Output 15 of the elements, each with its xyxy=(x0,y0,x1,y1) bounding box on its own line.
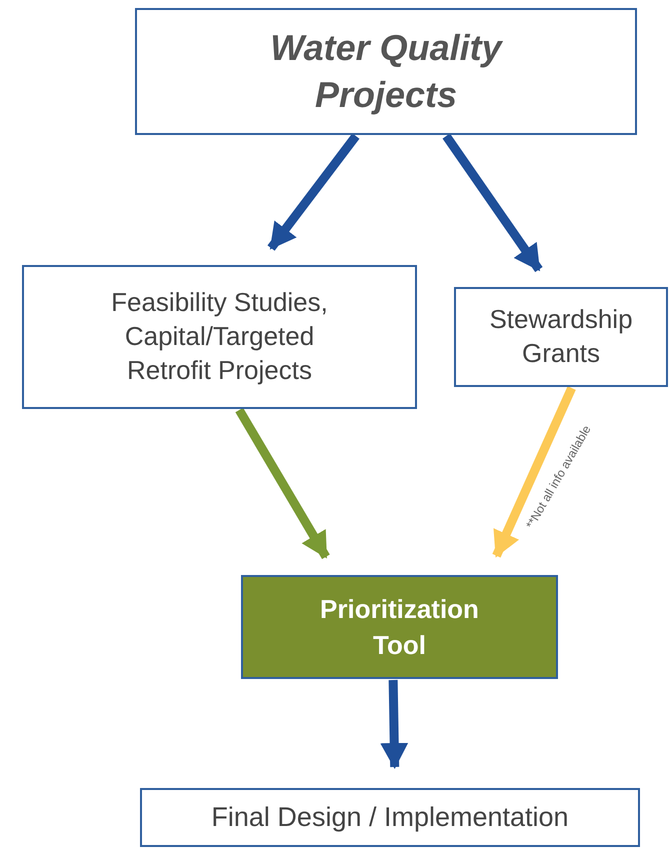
process-box xyxy=(135,8,637,135)
box-label: Stewardship Grants xyxy=(488,303,634,370)
arrow xyxy=(380,680,408,769)
arrow xyxy=(442,133,543,272)
arrow xyxy=(492,386,576,558)
arrow xyxy=(267,133,360,251)
process-box xyxy=(22,265,417,409)
arrow xyxy=(235,408,330,560)
process-box xyxy=(454,287,668,387)
box-label: Water Quality Projects xyxy=(269,26,504,116)
box-label: Feasibility Studies, Capital/Targeted Retrofit Projects xyxy=(110,286,329,387)
tool-box xyxy=(241,575,558,679)
process-box xyxy=(140,788,640,847)
box-label: Prioritization Tool xyxy=(319,592,480,662)
box-label: Final Design / Implementation xyxy=(210,801,570,834)
